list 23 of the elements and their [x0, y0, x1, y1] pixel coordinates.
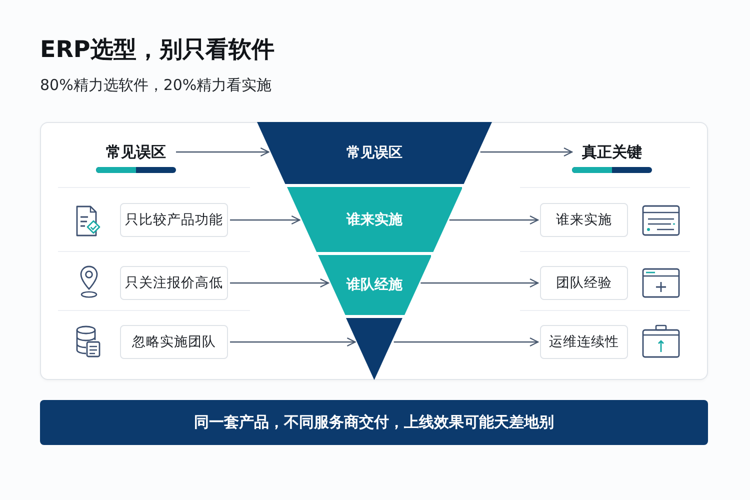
item-card: 运维连续性 [540, 325, 628, 359]
section-heading: 常见误区 [98, 141, 174, 163]
arrow [230, 337, 356, 347]
title: ERP选型，别只看软件 [40, 36, 274, 65]
item-card: 忽略实施团队 [120, 325, 228, 359]
funnel-tip [346, 318, 403, 380]
subtitle: 80%精力选软件，20%精力看实施 [40, 76, 272, 95]
funnel-segment: 谁来实施 [286, 187, 462, 252]
arrow [420, 278, 539, 288]
arrow [449, 215, 539, 225]
funnel-segment: 谁队经施 [318, 255, 432, 315]
item-card: 只比较产品功能 [120, 203, 228, 237]
arrow [176, 147, 270, 157]
arrow [230, 215, 300, 225]
item-card: 谁来实施 [540, 203, 628, 237]
arrow [480, 147, 573, 157]
arrow [230, 278, 329, 288]
funnel-segment: 常见误区 [257, 122, 492, 184]
item-card: 团队经验 [540, 266, 628, 300]
section-heading: 真正关键 [574, 141, 650, 163]
summary-banner: 同一套产品，不同服务商交付，上线效果可能天差地别 [40, 400, 708, 445]
item-card: 只关注报价高低 [120, 266, 228, 300]
arrow [394, 337, 539, 347]
